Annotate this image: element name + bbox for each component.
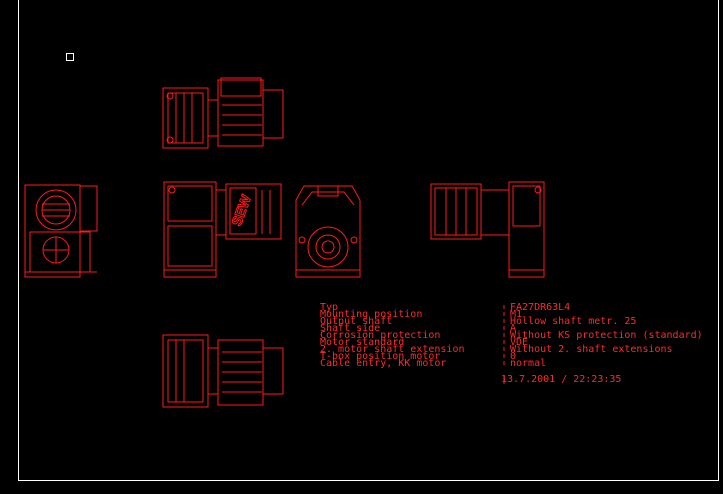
- value-type: FA27DR63L4: [510, 302, 571, 313]
- end-view-gearbox: [295, 185, 361, 278]
- value-tbox: 0: [510, 351, 517, 362]
- right-view-gearmotor: [430, 181, 545, 278]
- value-output: Hollow shaft metr. 25: [510, 316, 637, 327]
- drawing-frame: [18, 0, 719, 481]
- value-motor-standard: VDE: [510, 337, 529, 348]
- label-tbox: T-box position motor: [320, 351, 441, 362]
- front-view-gearmotor: [163, 181, 282, 278]
- value-shaft-side: A: [510, 323, 517, 334]
- timestamp: 13.7.2001 / 22:23:35: [501, 374, 622, 385]
- value-corrosion: Without KS protection (standard): [510, 330, 703, 341]
- value-mounting: M1: [510, 309, 523, 320]
- label-shaft-side: Shaft side: [320, 323, 381, 334]
- label-output: Output shaft: [320, 316, 393, 327]
- label-type: Typ: [320, 302, 339, 313]
- spec-labels: Typ Mounting position Output shaft Shaft…: [320, 302, 465, 369]
- top-view-gearmotor: [162, 77, 284, 149]
- value-shaft-extension: Without 2. shaft extensions: [510, 344, 673, 355]
- left-view-gearmotor: [24, 184, 98, 278]
- label-mounting: Mounting position: [320, 309, 423, 320]
- label-shaft-extension: 2. motor shaft extension: [320, 344, 465, 355]
- spec-values: FA27DR63L4 M1 Hollow shaft metr. 25 A Wi…: [510, 302, 703, 369]
- bottom-view-gearmotor: [162, 334, 284, 408]
- label-cable: Cable entry, KK motor: [320, 358, 447, 369]
- label-motor-standard: Motor standard: [320, 337, 405, 348]
- label-corrosion: Corrosion protection: [320, 330, 441, 341]
- value-cable: normal: [510, 358, 547, 369]
- origin-marker: [66, 53, 74, 61]
